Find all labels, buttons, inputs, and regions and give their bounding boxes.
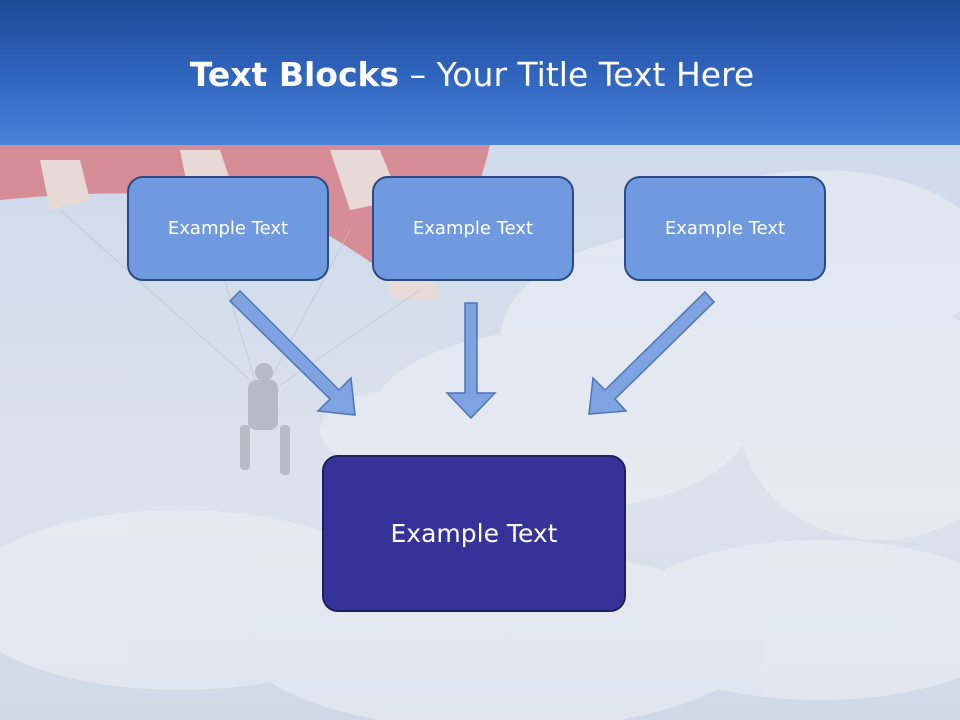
arrow-center (445, 302, 497, 420)
text-block-2[interactable]: Example Text (372, 176, 574, 281)
title-bold: Text Blocks (189, 55, 400, 94)
target-block-label: Example Text (390, 519, 558, 548)
text-block-3[interactable]: Example Text (624, 176, 826, 281)
arrow-left (228, 289, 356, 416)
text-block-1-label: Example Text (167, 218, 289, 239)
text-block-3-label: Example Text (664, 218, 786, 239)
text-block-2-label: Example Text (412, 218, 534, 239)
arrow-right (588, 290, 716, 415)
target-block[interactable]: Example Text (322, 455, 626, 612)
title-rest: – Your Title Text Here (399, 55, 755, 94)
slide-title: Text Blocks – Your Title Text Here (0, 55, 944, 95)
text-block-1[interactable]: Example Text (127, 176, 329, 281)
header-bar (0, 0, 960, 145)
